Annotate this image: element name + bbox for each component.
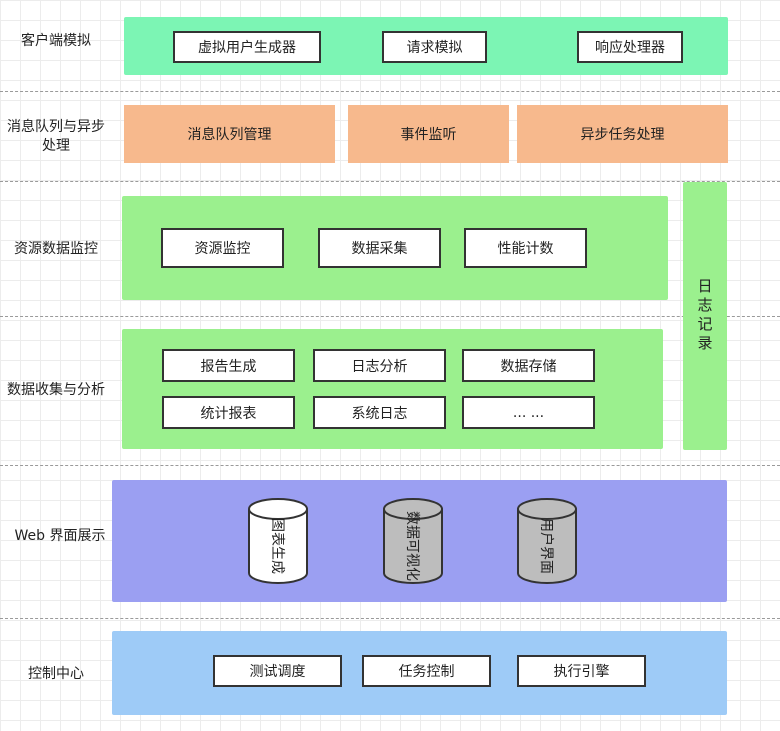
test-scheduling-box: 测试调度 (213, 655, 342, 687)
chart-generation-label: 图表生成 (269, 518, 285, 574)
request-simulation-box: 请求模拟 (382, 31, 487, 63)
layer-label-queue-line2: 处理 (42, 138, 70, 154)
log-analysis-box: 日志分析 (313, 349, 446, 382)
message-queue-management-box: 消息队列管理 (124, 105, 335, 163)
log-column (683, 182, 727, 450)
resource-monitor-box: 资源监控 (161, 228, 284, 268)
layer-divider (0, 91, 780, 92)
user-interface-cylinder: 用户界面 (516, 497, 578, 585)
report-generation-box: 报告生成 (162, 349, 295, 382)
layer-divider (0, 181, 780, 182)
system-log-box: 系统日志 (313, 396, 446, 429)
layer-divider (0, 316, 780, 317)
virtual-user-generator-box: 虚拟用户生成器 (173, 31, 321, 63)
event-listener-box: 事件监听 (348, 105, 509, 163)
more-items-box: ... ... (462, 396, 595, 429)
layer-divider (0, 618, 780, 619)
user-interface-label: 用户界面 (538, 518, 554, 574)
layer-label-queue-line1: 消息队列与异步 (7, 119, 105, 135)
statistics-report-box: 统计报表 (162, 396, 295, 429)
layer-label-monitor: 资源数据监控 (14, 241, 98, 257)
layer-label-control: 控制中心 (28, 666, 84, 682)
layer-label-queue: 消息队列与异步 处理 (0, 118, 112, 156)
execution-engine-box: 执行引擎 (517, 655, 646, 687)
data-storage-box: 数据存储 (462, 349, 595, 382)
analysis-band (122, 329, 663, 449)
performance-counter-box: 性能计数 (464, 228, 587, 268)
data-visualization-label: 数据可视化 (404, 511, 420, 581)
response-handler-box: 响应处理器 (577, 31, 683, 63)
async-task-box: 异步任务处理 (517, 105, 728, 163)
chart-generation-cylinder: 图表生成 (247, 497, 309, 585)
task-control-box: 任务控制 (362, 655, 491, 687)
data-collection-box: 数据采集 (318, 228, 441, 268)
log-column-label: 日志记录 (695, 278, 714, 354)
layer-label-client: 客户端模拟 (21, 33, 91, 49)
layer-label-analysis: 数据收集与分析 (7, 382, 105, 398)
layer-divider (0, 465, 780, 466)
layer-label-web: Web 界面展示 (14, 528, 106, 544)
data-visualization-cylinder: 数据可视化 (382, 497, 444, 585)
